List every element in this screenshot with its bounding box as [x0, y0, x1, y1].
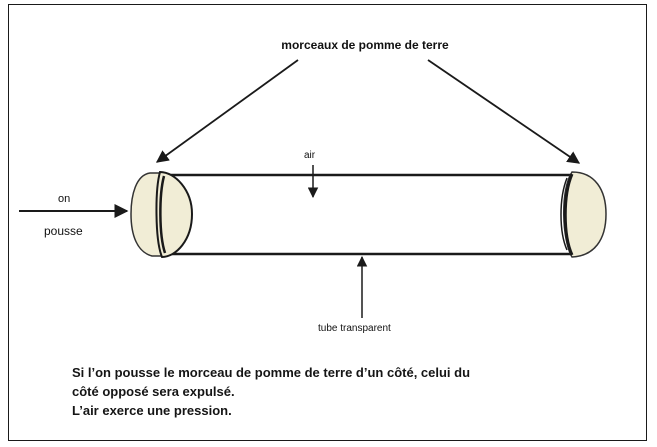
air-label: air: [304, 150, 316, 161]
figure-frame: [8, 4, 647, 441]
arrow-to-right-potato: [427, 59, 581, 164]
push-label-on: on: [58, 193, 71, 205]
transparent-tube: [160, 173, 572, 256]
tube-label: tube transparent: [318, 323, 391, 334]
caption-line-1: Si l’on pousse le morceau de pomme de te…: [72, 365, 471, 380]
left-potato-piece: [130, 170, 194, 259]
potato-pieces-label: morceaux de pomme de terre: [281, 38, 449, 52]
push-label-pousse: pousse: [44, 224, 83, 238]
right-potato-piece: [560, 171, 607, 258]
caption-line-2: côté opposé sera expulsé.: [72, 384, 235, 399]
caption-line-3: L’air exerce une pression.: [72, 403, 232, 418]
arrow-to-left-potato: [155, 59, 299, 163]
caption: Si l’on pousse le morceau de pomme de te…: [72, 363, 632, 420]
